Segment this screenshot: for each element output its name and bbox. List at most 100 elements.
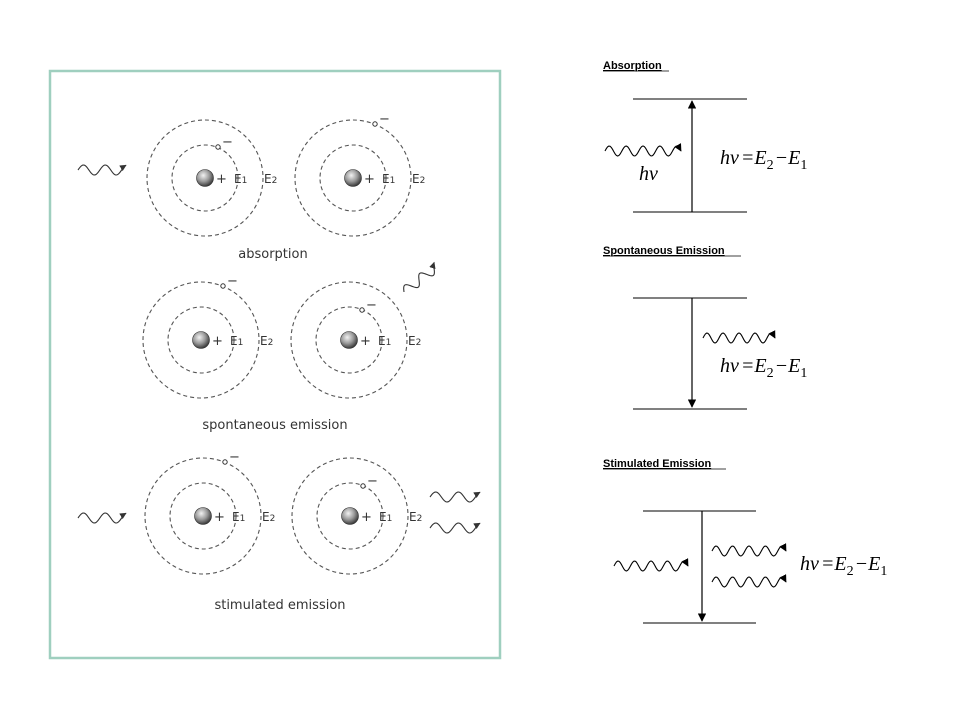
incoming-photon: [77, 164, 127, 176]
heading-spontaneous-emission: Spontaneous Emission: [603, 245, 725, 257]
eq-e1: E: [787, 355, 800, 377]
nucleus-charge: +: [360, 334, 371, 349]
level-label-e2: E2: [262, 510, 275, 524]
level-label-e1: E1: [379, 510, 392, 524]
emitted-photon: [403, 261, 436, 293]
level-label-e2: E2: [409, 510, 422, 524]
eq-e2: E: [833, 553, 846, 575]
eq-e2: E: [753, 355, 766, 377]
outer-orbit: [146, 119, 264, 237]
outer-orbit: [290, 281, 408, 399]
inner-orbit: [316, 482, 384, 550]
electron: [372, 121, 378, 127]
heading-absorption: Absorption: [603, 60, 662, 72]
energy-equation: hν=E2−E1: [800, 553, 887, 579]
level-label-e2: E2: [260, 334, 273, 348]
electron-charge: −: [229, 450, 240, 465]
electron-charge: −: [227, 274, 238, 289]
level-sub: 1: [240, 514, 246, 524]
eq-e1-sub: 1: [800, 158, 807, 173]
level-sub: 2: [268, 338, 274, 348]
eq-e2: E: [753, 147, 766, 169]
electron-charge: −: [366, 298, 377, 313]
inner-orbit: [171, 144, 239, 212]
level-sub: 1: [387, 514, 393, 524]
level-label-e1: E1: [382, 172, 395, 186]
left-panel-frame: [48, 69, 502, 660]
nucleus: [194, 507, 212, 525]
level-label-e1: E1: [234, 172, 247, 186]
electron: [359, 307, 365, 313]
level-sub: 2: [420, 176, 426, 186]
level-label-e1: E1: [378, 334, 391, 348]
level-sub: 1: [242, 176, 248, 186]
level-sub: 2: [416, 338, 422, 348]
nucleus: [340, 331, 358, 349]
eq-e1: E: [867, 553, 880, 575]
heading-stimulated-emission: Stimulated Emission: [603, 458, 711, 470]
eq-e2-sub: 2: [767, 158, 774, 173]
level-label-e1: E1: [232, 510, 245, 524]
caption-spontaneous-emission: spontaneous emission: [202, 418, 347, 433]
nucleus-charge: +: [212, 334, 223, 349]
level-sub: 2: [417, 514, 423, 524]
electron-charge: −: [379, 112, 390, 127]
eq-minus: −: [775, 147, 789, 169]
electron-charge: −: [222, 135, 233, 150]
absorbed-photon: [604, 143, 682, 157]
emitted-photon: [702, 330, 776, 344]
eq-e2-sub: 2: [767, 366, 774, 381]
level-label-e2: E2: [412, 172, 425, 186]
atom: + E1 E2 −: [144, 450, 275, 575]
eq-minus: −: [775, 355, 789, 377]
nucleus: [192, 331, 210, 349]
energy-equation: hν=E2−E1: [720, 355, 807, 381]
level-label-e2: E2: [408, 334, 421, 348]
photon-label: hν: [639, 163, 658, 185]
stimulated-photon: [711, 574, 787, 588]
atom: + E1 E2 −: [290, 281, 421, 399]
stimulated-photon: [429, 522, 481, 534]
eq-sign: =: [821, 553, 835, 575]
nucleus: [196, 169, 214, 187]
inner-orbit: [315, 306, 383, 374]
electron: [220, 283, 226, 289]
electron: [222, 459, 228, 465]
outer-orbit: [142, 281, 260, 399]
eq-lhs: hν: [720, 355, 739, 377]
eq-lhs: hν: [720, 147, 739, 169]
eq-e2-sub: 2: [847, 564, 854, 579]
level-sub: 2: [272, 176, 278, 186]
eq-e1-sub: 1: [880, 564, 887, 579]
stimulated-photon: [429, 491, 481, 503]
eq-minus: −: [855, 553, 869, 575]
nucleus-charge: +: [214, 510, 225, 525]
level-sub: 1: [386, 338, 392, 348]
eq-lhs: hν: [800, 553, 819, 575]
electron: [215, 144, 221, 150]
outer-orbit: [291, 457, 409, 575]
electron-charge: −: [367, 474, 378, 489]
caption-absorption: absorption: [238, 247, 307, 262]
level-sub: 1: [390, 176, 396, 186]
level-sub: 2: [270, 514, 276, 524]
eq-e1: E: [787, 147, 800, 169]
nucleus-charge: +: [216, 172, 227, 187]
outer-orbit: [294, 119, 412, 237]
level-sub: 1: [238, 338, 244, 348]
incoming-photon: [77, 512, 127, 524]
eq-e1-sub: 1: [800, 366, 807, 381]
energy-equation: hν=E2−E1: [720, 147, 807, 173]
eq-sign: =: [741, 147, 755, 169]
nucleus: [344, 169, 362, 187]
inner-orbit: [169, 482, 237, 550]
caption-stimulated-emission: stimulated emission: [214, 598, 345, 613]
